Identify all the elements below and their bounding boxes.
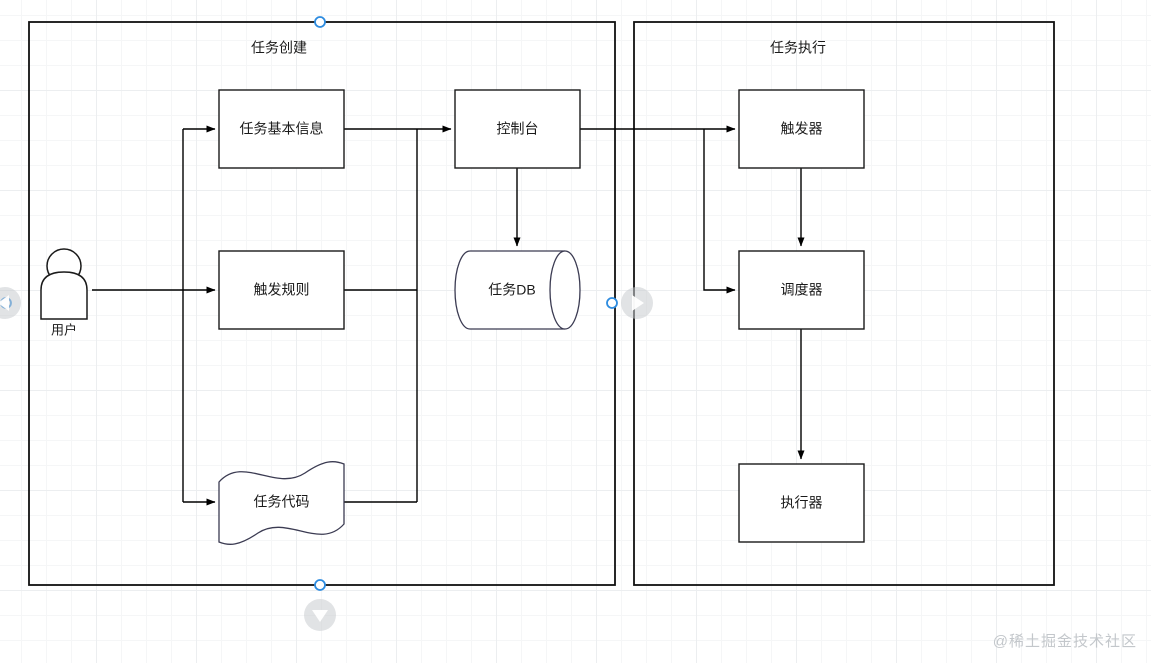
actor-user-label: 用户 bbox=[51, 322, 77, 337]
node-trigger-rule[interactable]: 触发规则 bbox=[218, 250, 345, 330]
node-trigger[interactable]: 触发器 bbox=[738, 89, 865, 169]
node-executor[interactable]: 执行器 bbox=[738, 463, 865, 543]
container-task-execution-title: 任务执行 bbox=[770, 40, 826, 56]
node-task-code[interactable]: 任务代码 bbox=[218, 461, 345, 545]
edge-console-to-scheduler bbox=[703, 129, 736, 294]
chevron-right-icon bbox=[632, 295, 644, 311]
chevron-left-icon bbox=[0, 295, 9, 311]
node-trigger-rule-label: 触发规则 bbox=[254, 282, 310, 298]
watermark-text: @稀土掘金技术社区 bbox=[992, 633, 1137, 650]
edge-layer bbox=[92, 125, 805, 506]
handle-bottom[interactable] bbox=[314, 579, 326, 591]
actor-body-icon bbox=[40, 271, 88, 320]
node-task-basic-info[interactable]: 任务基本信息 bbox=[218, 89, 345, 169]
container-task-creation-title: 任务创建 bbox=[251, 40, 307, 56]
chevron-down-icon bbox=[312, 610, 328, 622]
nav-left-button[interactable] bbox=[0, 287, 21, 319]
node-task-basic-info-label: 任务基本信息 bbox=[240, 121, 324, 137]
node-scheduler[interactable]: 调度器 bbox=[738, 250, 865, 330]
node-console[interactable]: 控制台 bbox=[454, 89, 581, 169]
node-task-db[interactable]: 任务DB bbox=[454, 250, 581, 330]
node-executor-label: 执行器 bbox=[781, 495, 823, 511]
nav-right-button[interactable] bbox=[621, 287, 653, 319]
node-console-label: 控制台 bbox=[497, 121, 539, 137]
node-task-code-label: 任务代码 bbox=[254, 494, 310, 510]
cylinder-end-ellipse bbox=[549, 250, 566, 330]
nav-down-button[interactable] bbox=[304, 599, 336, 631]
node-trigger-label: 触发器 bbox=[781, 121, 823, 137]
handle-right[interactable] bbox=[606, 297, 618, 309]
handle-top[interactable] bbox=[314, 16, 326, 28]
node-task-db-label: 任务DB bbox=[488, 282, 535, 298]
node-scheduler-label: 调度器 bbox=[781, 282, 823, 298]
actor-user[interactable]: 用户 bbox=[40, 248, 88, 337]
